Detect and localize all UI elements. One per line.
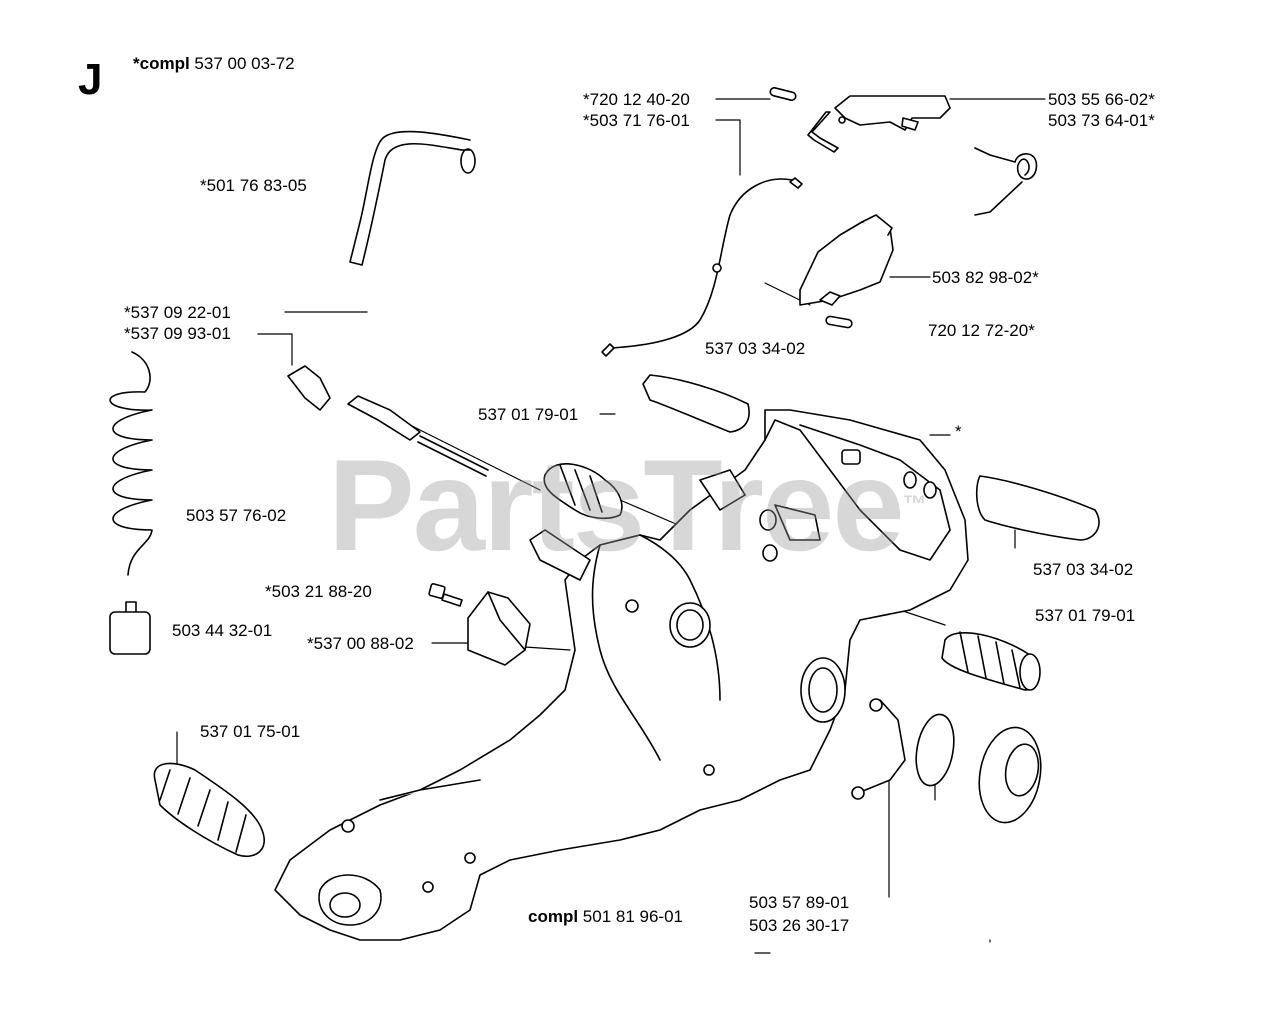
top-assembly-number: 537 00 03-72 <box>194 54 295 73</box>
fuel-pipe-part <box>287 365 489 477</box>
trigger-spring-part <box>974 147 1038 216</box>
part-label-pin-top: *720 12 40-20 <box>583 90 690 109</box>
part-label-pin-lower: 720 12 72-20* <box>928 321 1035 340</box>
part-label-cap-oring: 503 26 30-17 <box>749 916 850 935</box>
part-label-bracket: *537 00 88-02 <box>307 634 414 653</box>
throttle-lock-part <box>799 214 894 329</box>
top-assembly-label: *compl 537 00 03-72 <box>133 54 295 74</box>
part-label-hose: *501 76 83-05 <box>200 176 307 195</box>
part-label-throttle-cable: 537 03 34-02 <box>705 339 806 358</box>
screw-part <box>428 583 463 607</box>
bottom-assembly-prefix: compl <box>528 907 579 926</box>
section-letter: J <box>78 55 103 104</box>
part-label-fuel-filter: 503 44 32-01 <box>172 621 273 640</box>
part-label-vib-damper-right-2: 537 01 79-01 <box>1035 606 1136 625</box>
part-label-cable-sleeve: *503 71 76-01 <box>583 111 690 130</box>
bottom-assembly-label: compl 501 81 96-01 <box>528 907 683 927</box>
filter-cover-top-part <box>642 374 750 433</box>
part-label-filter-cover: 537 01 79-01 <box>478 405 579 424</box>
bottom-assembly-number: 501 81 96-01 <box>582 907 683 926</box>
part-label-vib-damper-right: 537 03 34-02 <box>1033 560 1134 579</box>
filter-cover-right-part <box>975 475 1100 541</box>
part-label-cap-strap: 503 57 89-01 <box>749 893 850 912</box>
damper-spring-left-part <box>153 762 265 857</box>
bracket-part <box>467 591 531 666</box>
watermark: PartsTree™ <box>328 432 927 578</box>
trigger-part <box>769 87 951 153</box>
part-label-fitting-a: *537 09 22-01 <box>124 303 231 322</box>
part-label-trigger-lockout: 503 73 64-01* <box>1048 111 1155 130</box>
coil-spring-part <box>109 351 153 576</box>
part-label-fitting-b: *537 09 93-01 <box>124 324 231 343</box>
asterisk-mark: * <box>955 422 962 441</box>
fuel-filter-part <box>109 601 151 655</box>
part-label-trigger: 503 55 66-02* <box>1048 90 1155 109</box>
part-label-spring: 503 57 76-02 <box>186 506 287 525</box>
handle-body-part <box>274 409 969 941</box>
part-label-vib-damper-left: 537 01 75-01 <box>200 722 301 741</box>
damper-spring-right-part <box>941 631 1041 691</box>
damper-spring-top-part <box>543 463 623 520</box>
top-assembly-prefix: *compl <box>133 54 190 73</box>
part-label-screw: *503 21 88-20 <box>265 582 372 601</box>
throttle-cable-part <box>601 177 803 357</box>
oil-cap-part <box>851 698 1042 824</box>
fuel-hose-part <box>349 130 476 266</box>
part-label-throttle-lock: 503 82 98-02* <box>932 268 1039 287</box>
